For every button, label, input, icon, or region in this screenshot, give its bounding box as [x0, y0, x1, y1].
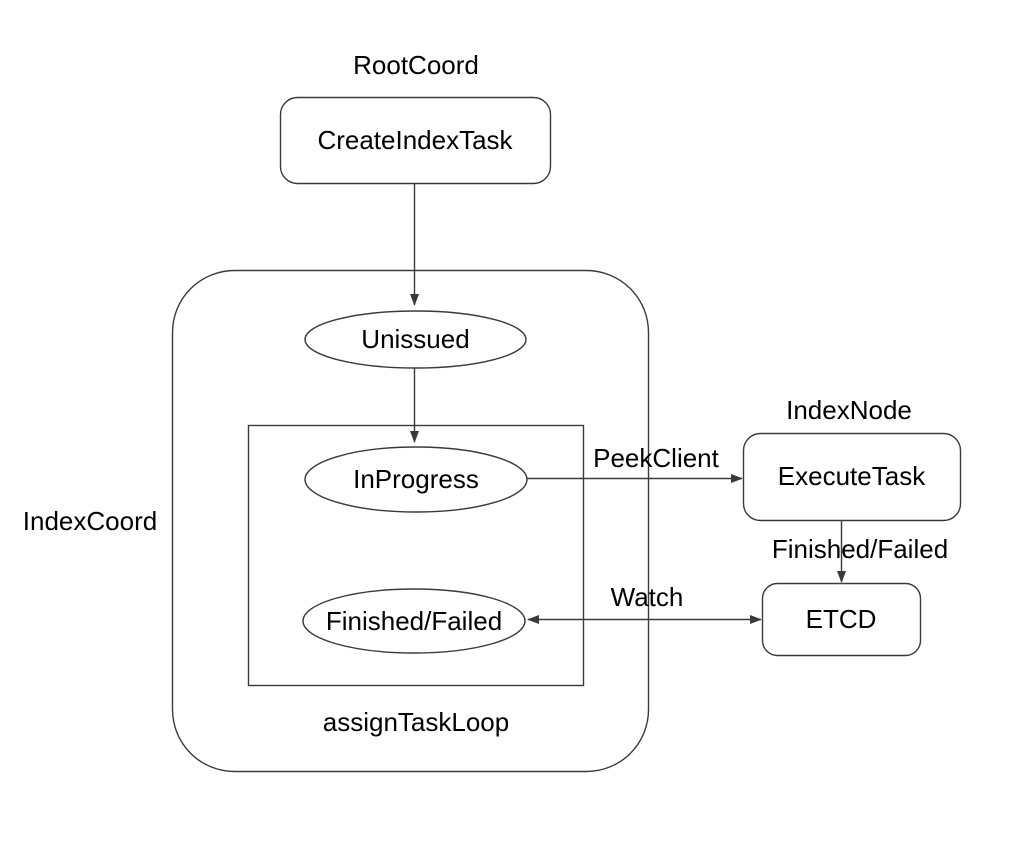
finished-failed-state: [302, 588, 526, 654]
assign-task-loop-label: assignTaskLoop: [322, 707, 510, 738]
etcd-label: ETCD: [805, 603, 877, 634]
index-coord-label: IndexCoord: [22, 506, 158, 537]
etcd-node: [761, 582, 922, 657]
finished-failed-edge-label: Finished/Failed: [771, 534, 949, 565]
unissued-state: [304, 310, 527, 369]
peek-client-edge-label: PeekClient: [593, 443, 719, 474]
finished-failed-label: Finished/Failed: [325, 605, 503, 636]
execute-task-node: [742, 432, 962, 522]
root-coord-label: RootCoord: [353, 50, 479, 81]
execute-task-label: ExecuteTask: [777, 461, 926, 491]
assign-task-loop-container: [247, 424, 585, 687]
in-progress-label: InProgress: [353, 464, 479, 494]
watch-edge-label: Watch: [610, 582, 684, 613]
index-node-label: IndexNode: [786, 395, 912, 426]
index-coord-container: [171, 269, 650, 773]
unissued-label: Unissued: [361, 324, 470, 354]
create-index-task-node: [279, 96, 552, 185]
create-index-task-label: CreateIndexTask: [317, 124, 513, 155]
in-progress-state: [304, 446, 528, 513]
